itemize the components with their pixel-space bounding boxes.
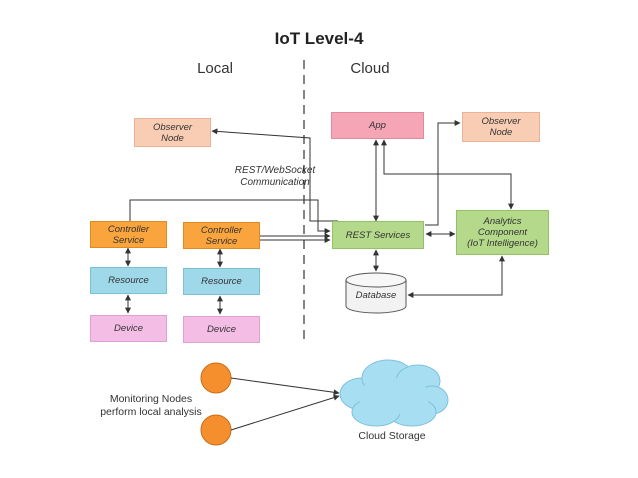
rest-websocket-label: REST/WebSocket Communication: [234, 165, 316, 188]
connector-database-analytics: [407, 255, 505, 298]
app-node: App: [331, 112, 424, 139]
monitoring-nodes-label: Monitoring Nodes perform local analysis: [100, 393, 202, 418]
resource-1: Resource: [90, 267, 167, 294]
connector-app-analytics: [381, 139, 514, 210]
observer-node-local: Observer Node: [134, 118, 211, 147]
cloud-storage-label: Cloud Storage: [358, 430, 426, 442]
observer-node-cloud: Observer Node: [462, 112, 540, 142]
controller-service-2: Controller Service: [183, 222, 260, 249]
monitoring-node-top: [200, 362, 232, 394]
analytics-component-node: Analytics Component (IoT Intelligence): [456, 210, 549, 255]
rest-services-node: REST Services: [332, 221, 424, 249]
controller-service-1: Controller Service: [90, 221, 167, 248]
connector-monitoring-top-cloud: [230, 377, 340, 396]
connector-controller1-rest: [129, 199, 331, 234]
resource-2: Resource: [183, 268, 260, 295]
device-1: Device: [90, 315, 167, 342]
connector-monitoring-bottom-cloud: [230, 394, 340, 431]
region-label-cloud: Cloud: [350, 60, 390, 77]
cloud-storage-shape: [339, 359, 449, 427]
monitoring-node-bottom: [200, 414, 232, 446]
database-label: Database: [355, 289, 397, 301]
region-label-local: Local: [197, 60, 233, 77]
device-2: Device: [183, 316, 260, 343]
connector-rest-observer-local: [211, 128, 338, 222]
connector-rest-observer-cloud: [425, 120, 461, 226]
database-cylinder: [345, 272, 407, 314]
diagram-title: IoT Level-4: [274, 29, 364, 48]
